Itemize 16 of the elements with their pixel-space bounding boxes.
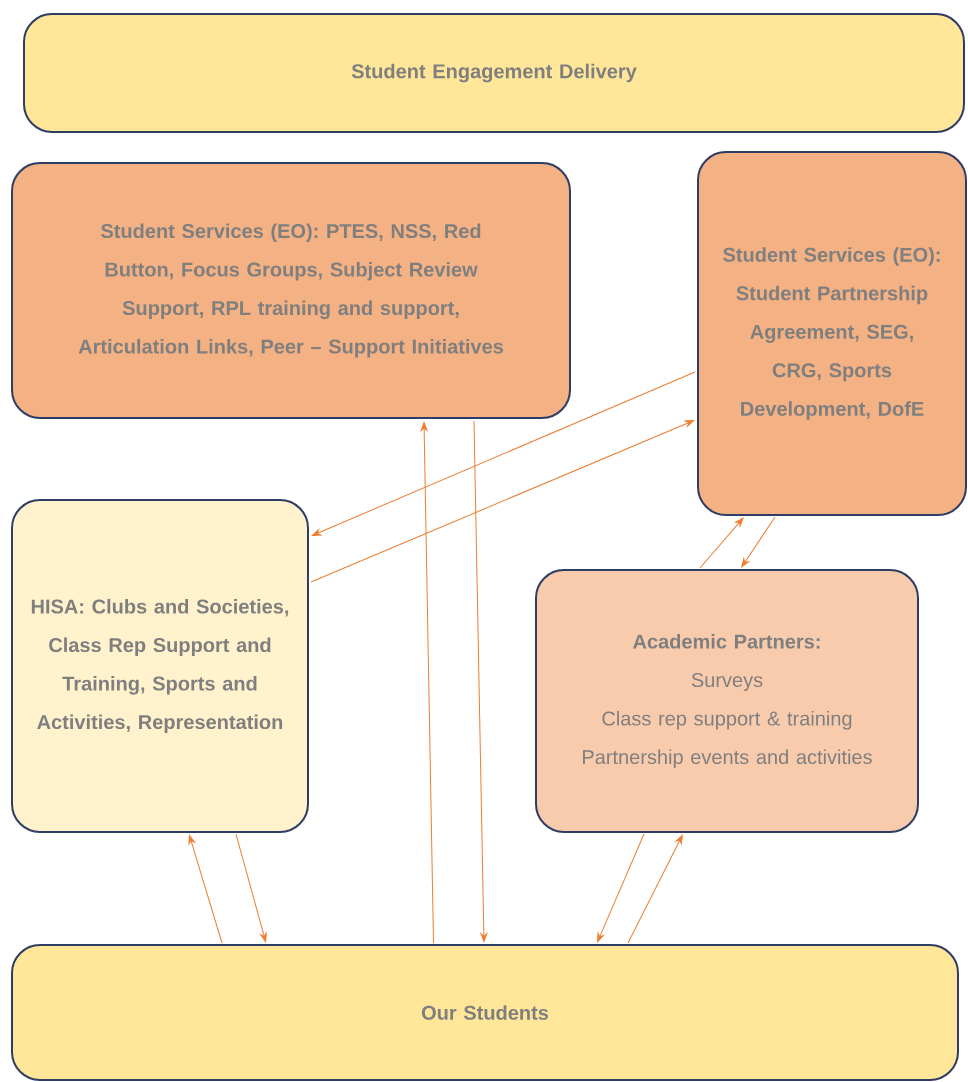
arrow [310, 420, 695, 583]
arrow [741, 516, 776, 568]
arrow [597, 833, 645, 943]
arrow [473, 420, 488, 943]
arrow [311, 371, 696, 536]
students-band: Our Students [11, 944, 959, 1081]
arrow [627, 834, 683, 944]
service-box: Student Services (EO): PTES, NSS, Red Button, Focus Groups, Subject Review Support, RPL training and support, Articulation Links, Peer – Support Initiatives [11, 162, 571, 419]
service-box: Student Services (EO): Student Partnership Agreement, SEG, CRG, Sports Development, DofE [697, 151, 967, 516]
arrow [420, 421, 434, 944]
partner-box: Academic Partners: Surveys Class rep support & training Partnership events and activities [535, 569, 919, 833]
title-band: Student Engagement Delivery [23, 13, 965, 133]
partner-box: HISA: Clubs and Societies, Class Rep Support and Training, Sports and Activities, Representation [11, 499, 309, 833]
arrow [699, 517, 744, 569]
arrow [235, 833, 267, 943]
arrow [188, 834, 223, 944]
